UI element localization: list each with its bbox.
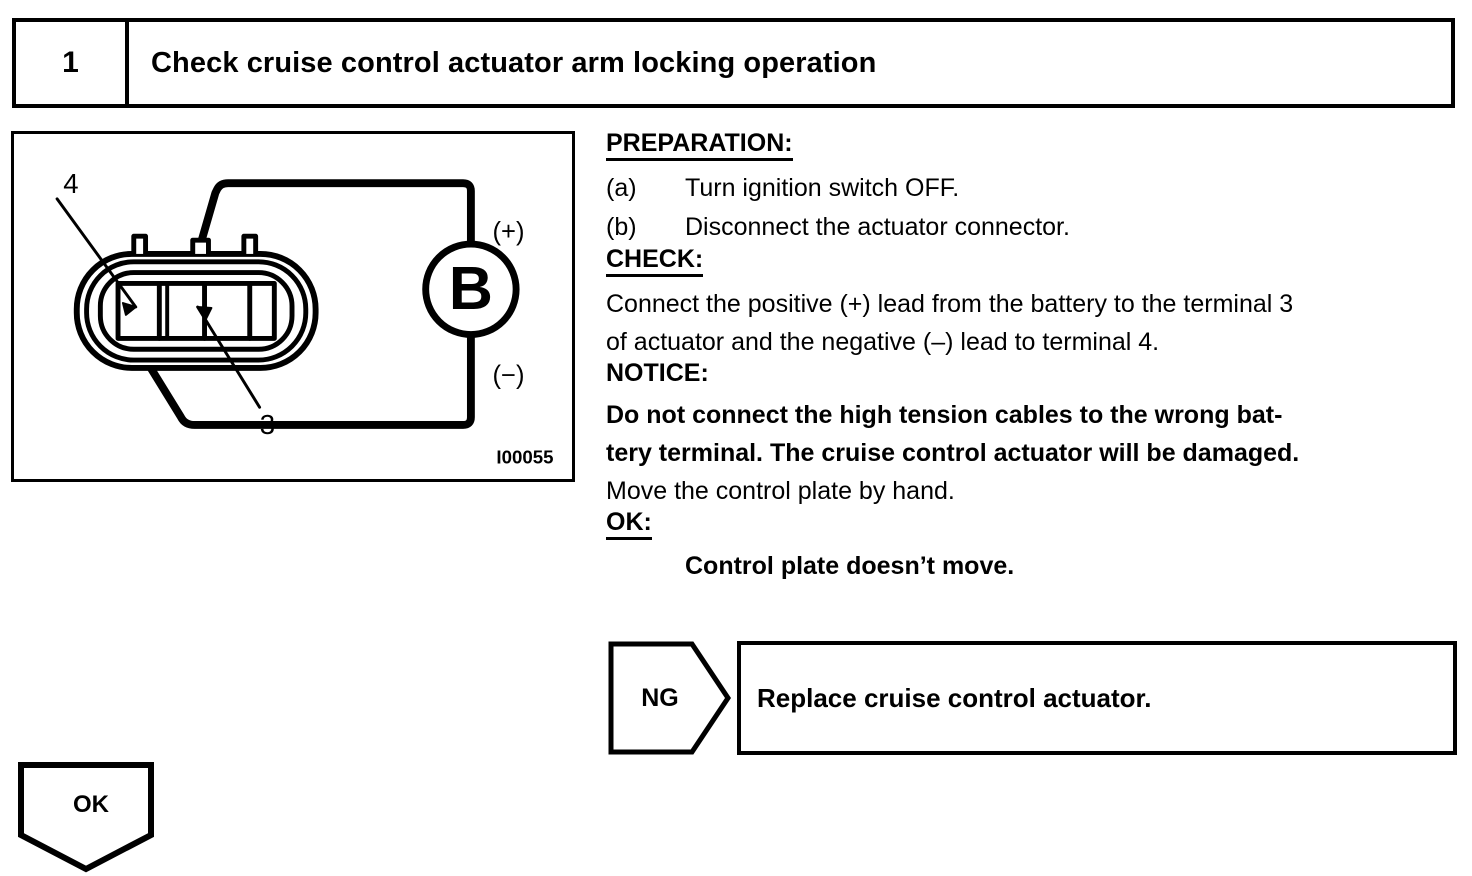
step-title-cell: Check cruise control actuator arm lockin… xyxy=(129,22,1451,104)
illustration-panel: B (+) (−) 4 3 I00055 xyxy=(11,131,575,482)
ok-heading: OK: xyxy=(606,510,652,540)
preparation-step-a-text: Turn ignition switch OFF. xyxy=(685,174,960,202)
connector-tab-left xyxy=(131,233,149,257)
preparation-step-a-marker: (a) xyxy=(606,174,637,202)
check-heading: CHECK: xyxy=(606,247,704,277)
leader-line-terminal-3 xyxy=(196,305,262,409)
ng-result-text: Replace cruise control actuator. xyxy=(757,682,1152,713)
ng-branch-row: NG Replace cruise control actuator. xyxy=(608,641,1457,755)
check-line-2: of actuator and the negative (–) lead to… xyxy=(606,328,1160,356)
preparation-step-b-text: Disconnect the actuator connector. xyxy=(685,213,1070,241)
callout-label-4: 4 xyxy=(63,168,78,199)
connector-tab-right xyxy=(241,233,259,257)
preparation-step-b: (b) Disconnect the actuator connector. xyxy=(606,208,1458,247)
battery-symbol-circle xyxy=(422,240,520,338)
connector-tab-center xyxy=(190,237,211,257)
ok-heading-row: OK: xyxy=(606,510,1458,546)
negative-polarity-label: (−) xyxy=(493,362,525,390)
action-line: Move the control plate by hand. xyxy=(606,477,955,505)
ng-arrow-pentagon xyxy=(608,641,732,755)
preparation-step-b-marker: (b) xyxy=(606,213,637,241)
notice-heading-row: NOTICE: xyxy=(606,361,1458,394)
preparation-heading-row: PREPARATION: xyxy=(606,131,1458,167)
ng-tag-shape: NG xyxy=(608,641,732,755)
figure-id-label: I00055 xyxy=(496,446,553,467)
callout-label-3: 3 xyxy=(260,409,275,440)
step-header-box: 1 Check cruise control actuator arm lock… xyxy=(12,18,1455,108)
ng-label: NG xyxy=(641,683,679,712)
step-number-cell: 1 xyxy=(16,22,129,104)
positive-lead-wire xyxy=(196,179,475,249)
positive-polarity-label: (+) xyxy=(493,218,525,246)
ok-arrow-pentagon xyxy=(18,762,154,873)
preparation-step-a: (a) Turn ignition switch OFF. xyxy=(606,169,1458,208)
actuator-connector-battery-diagram: B (+) (−) 4 3 I00055 xyxy=(55,168,553,467)
step-title: Check cruise control actuator arm lockin… xyxy=(151,46,877,79)
ng-result-box: Replace cruise control actuator. xyxy=(737,641,1457,755)
ok-flow-arrow: OK xyxy=(17,761,165,873)
check-heading-row: CHECK: xyxy=(606,247,1458,283)
check-line-1: Connect the positive (+) lead from the b… xyxy=(606,290,1294,318)
ok-label: OK xyxy=(73,791,109,818)
procedure-text-column: PREPARATION: (a) Turn ignition switch OF… xyxy=(606,131,1458,586)
ok-result-text: Control plate doesn’t move. xyxy=(685,552,1015,580)
notice-line-1: Do not connect the high tension cables t… xyxy=(606,401,1283,429)
leader-arrowhead-terminal-4 xyxy=(121,302,137,316)
leader-arrowhead-terminal-3 xyxy=(196,306,213,321)
leader-line-terminal-4 xyxy=(55,197,138,309)
step-number: 1 xyxy=(62,46,79,79)
preparation-heading: PREPARATION: xyxy=(606,131,793,161)
notice-heading: NOTICE: xyxy=(606,359,709,387)
battery-label: B xyxy=(449,254,493,322)
notice-line-2: tery terminal. The cruise control actuat… xyxy=(606,439,1300,467)
